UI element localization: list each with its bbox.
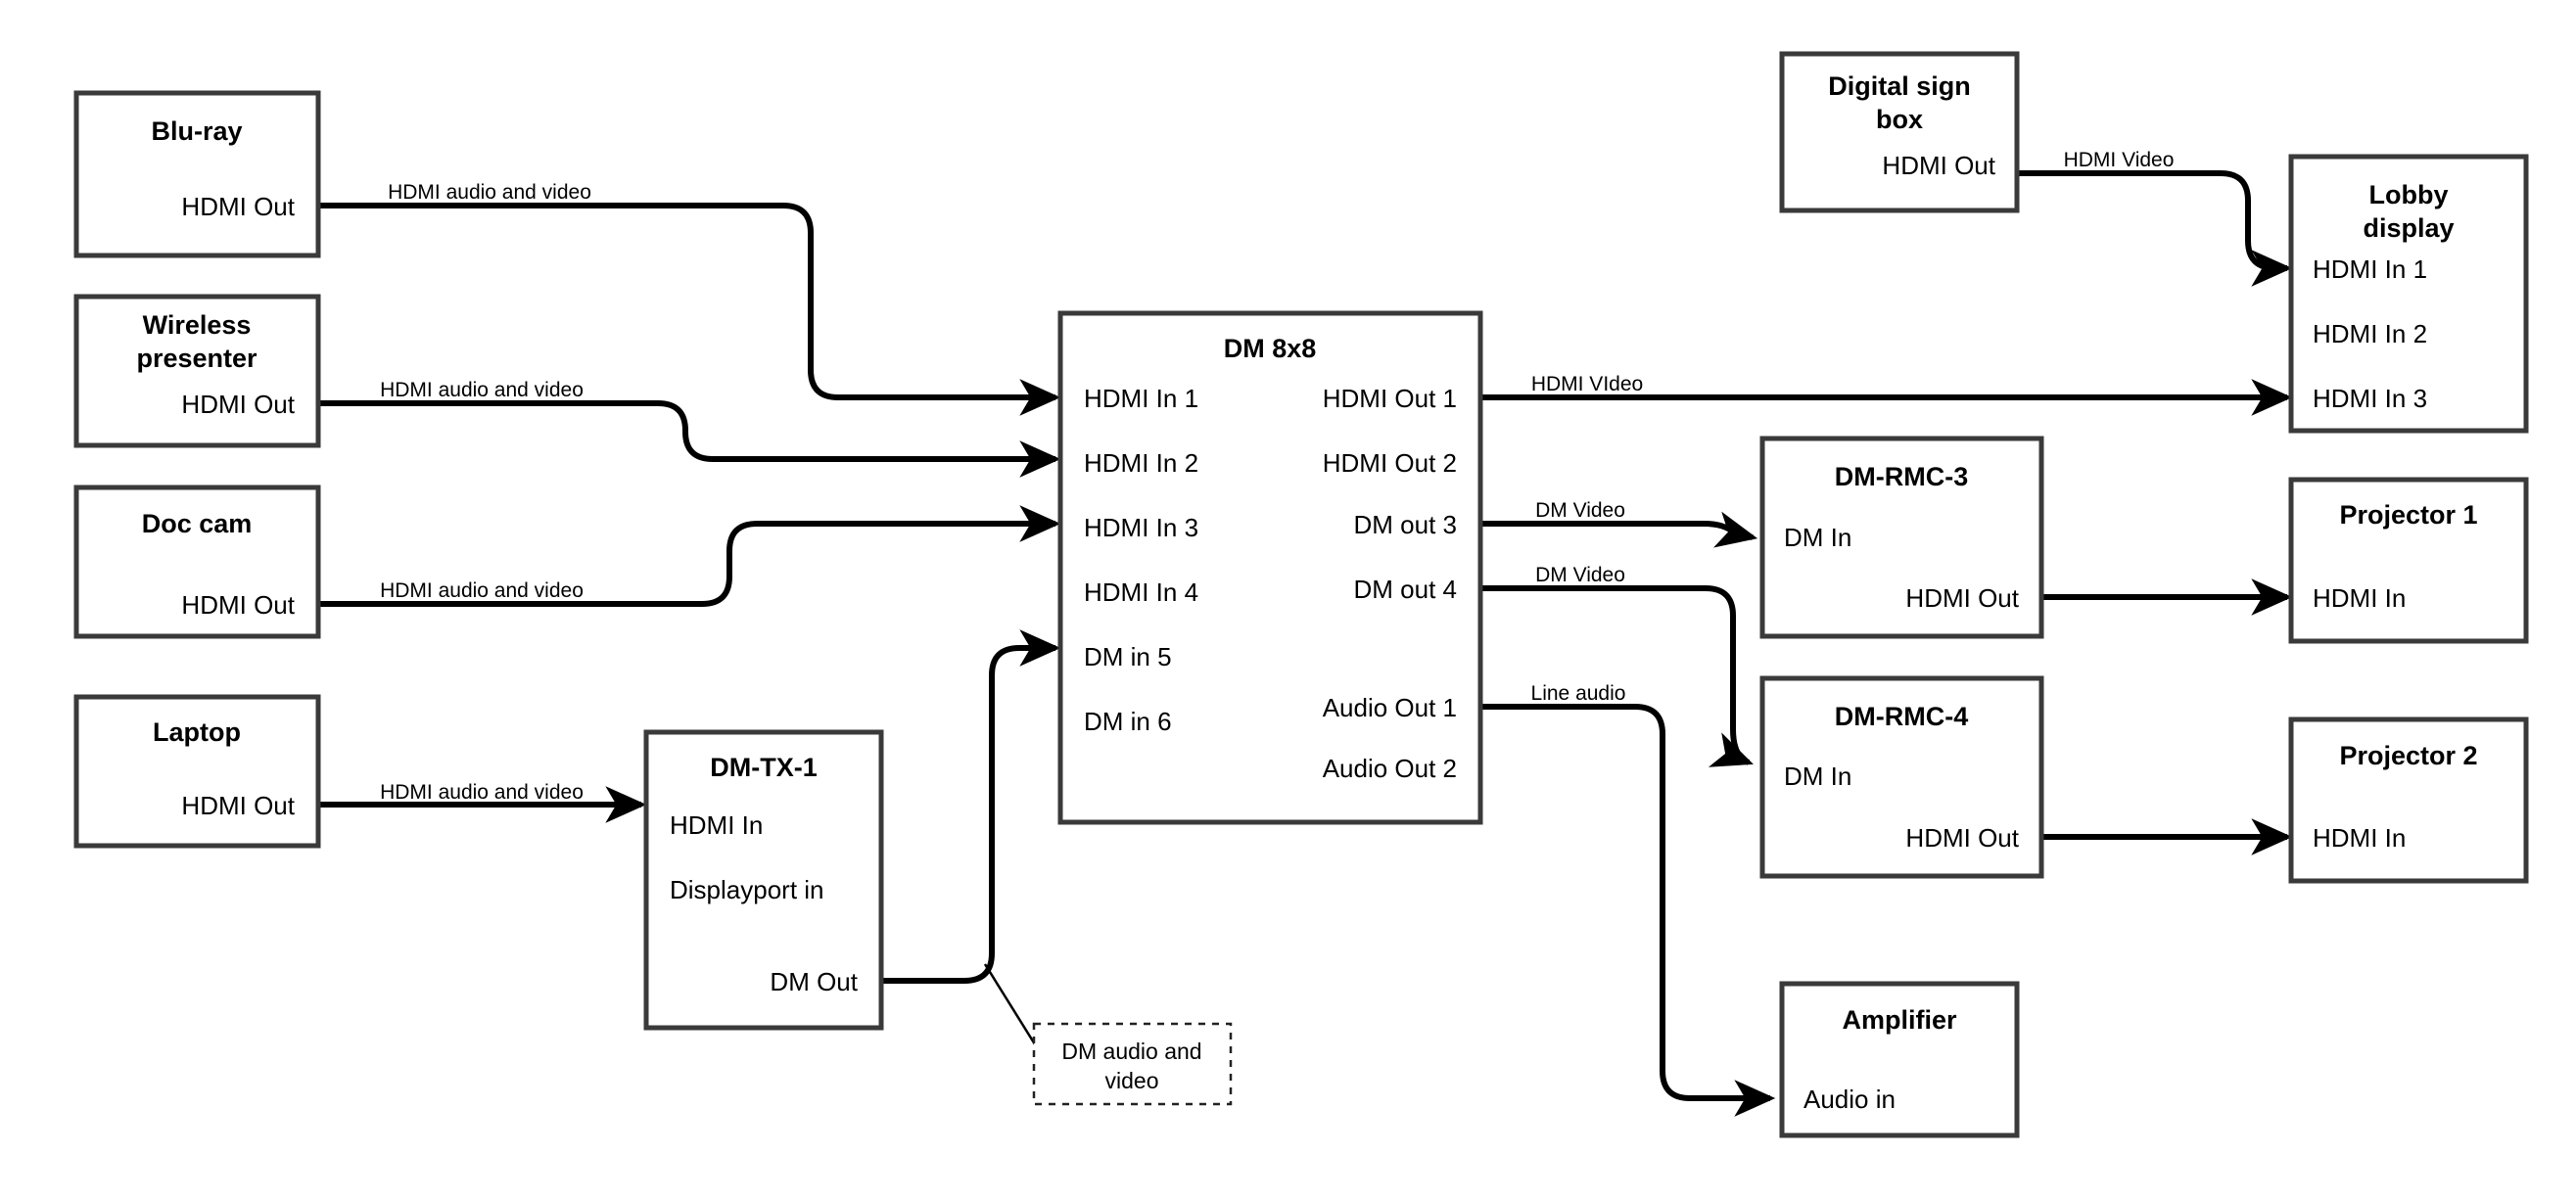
lobby-display-input-hdmi-in-3: HDMI In 3 bbox=[2313, 384, 2427, 413]
device-box-bluray[interactable]: Blu-ray HDMI Out bbox=[73, 90, 321, 258]
wire-label-hdmiout1: HDMI VIdeo bbox=[1531, 373, 1643, 395]
dm-rmc-4-port-dm-in: DM In bbox=[1784, 762, 1851, 791]
projector-1-port-hdmi-in: HDMI In bbox=[2313, 583, 2406, 613]
dm-rmc-3-port-dm-in: DM In bbox=[1784, 523, 1851, 552]
callout-box-outline bbox=[1032, 1022, 1233, 1106]
dm-8x8-input-hdmi-in-4: HDMI In 4 bbox=[1084, 577, 1198, 607]
dm-8x8-title: DM 8x8 bbox=[1224, 334, 1317, 363]
laptop-title: Laptop bbox=[153, 717, 241, 747]
projector-1-title: Projector 1 bbox=[2339, 500, 2477, 530]
wireless-presenter-box-outline bbox=[73, 294, 321, 448]
wire-label-audioout1: Line audio bbox=[1531, 682, 1626, 705]
dm-8x8-input-hdmi-in-3: HDMI In 3 bbox=[1084, 513, 1198, 542]
device-box-dm-rmc-3[interactable]: DM-RMC-3 DM In HDMI Out bbox=[1759, 436, 2044, 639]
dm-rmc-4-title: DM-RMC-4 bbox=[1835, 702, 1968, 731]
dm-8x8-output-hdmi-out-1: HDMI Out 1 bbox=[1323, 384, 1457, 413]
lobby-display-title-line2: display bbox=[2363, 213, 2454, 243]
wire-label-bluray: HDMI audio and video bbox=[388, 181, 591, 204]
doc-cam-title: Doc cam bbox=[142, 509, 253, 538]
laptop-port-hdmi-out: HDMI Out bbox=[181, 791, 295, 820]
dm-8x8-input-dm-in-6: DM in 6 bbox=[1084, 707, 1172, 736]
wire-sign-to-lobby bbox=[2017, 170, 2293, 287]
doc-cam-port-hdmi-out: HDMI Out bbox=[181, 590, 295, 620]
digital-sign-box-outline bbox=[1779, 51, 2020, 213]
lobby-display-box-outline bbox=[2288, 154, 2529, 434]
dm-8x8-output-dm-out-4: DM out 4 bbox=[1354, 575, 1458, 604]
wire-bluray-to-dm8x8 bbox=[318, 203, 1061, 416]
dm-tx-1-box-outline bbox=[643, 729, 884, 1031]
wire-doccam-to-dm8x8 bbox=[318, 505, 1061, 607]
device-box-digital-sign-box[interactable]: Digital sign box HDMI Out bbox=[1779, 51, 2020, 213]
wire-dmout3-to-rmc3 bbox=[1480, 511, 1758, 548]
wire-dmout4-to-rmc4 bbox=[1480, 585, 1754, 767]
dm-8x8-output-hdmi-out-2: HDMI Out 2 bbox=[1323, 448, 1457, 478]
amplifier-title: Amplifier bbox=[1842, 1005, 1957, 1035]
dm-tx-1-title: DM-TX-1 bbox=[710, 753, 818, 782]
bluray-port-hdmi-out: HDMI Out bbox=[181, 192, 295, 221]
dm-rmc-4-port-hdmi-out: HDMI Out bbox=[1905, 823, 2019, 853]
lobby-display-input-hdmi-in-1: HDMI In 1 bbox=[2313, 254, 2427, 284]
dm-tx-1-port-dm-out: DM Out bbox=[770, 967, 858, 996]
lobby-display-input-hdmi-in-2: HDMI In 2 bbox=[2313, 319, 2427, 348]
digital-sign-port-hdmi-out: HDMI Out bbox=[1882, 151, 1995, 180]
lobby-display-title-line1: Lobby bbox=[2369, 180, 2449, 209]
callout-leader-line bbox=[983, 963, 1042, 1053]
dm-rmc-3-port-hdmi-out: HDMI Out bbox=[1905, 583, 2019, 613]
device-box-dm-8x8[interactable]: DM 8x8 HDMI In 1 HDMI In 2 HDMI In 3 HDM… bbox=[1057, 310, 1483, 825]
dm-8x8-output-audio-out-2: Audio Out 2 bbox=[1323, 754, 1457, 783]
wire-dmtx1-to-dm8x8 bbox=[881, 629, 1061, 984]
projector-2-title: Projector 2 bbox=[2339, 741, 2477, 770]
dm-8x8-box-outline bbox=[1057, 310, 1483, 825]
amplifier-box-outline bbox=[1779, 981, 2020, 1138]
projector-2-box-outline bbox=[2288, 716, 2529, 884]
dm-tx-1-port-hdmi-in: HDMI In bbox=[670, 810, 763, 840]
digital-sign-title-line2: box bbox=[1876, 105, 1923, 134]
doc-cam-box-outline bbox=[73, 485, 321, 639]
laptop-box-outline bbox=[73, 694, 321, 849]
wire-label-wireless: HDMI audio and video bbox=[380, 379, 584, 401]
wireless-presenter-title-line1: Wireless bbox=[143, 310, 252, 340]
wire-label-doccam: HDMI audio and video bbox=[380, 579, 584, 602]
dm-8x8-input-hdmi-in-1: HDMI In 1 bbox=[1084, 384, 1198, 413]
amplifier-port-audio-in: Audio in bbox=[1803, 1085, 1896, 1114]
wire-wireless-to-dm8x8 bbox=[318, 400, 1061, 478]
device-box-projector-2[interactable]: Projector 2 HDMI In bbox=[2288, 716, 2529, 884]
device-box-lobby-display[interactable]: Lobby display HDMI In 1 HDMI In 2 HDMI I… bbox=[2288, 154, 2529, 434]
callout-text-line1: DM audio and bbox=[1061, 1039, 1201, 1064]
dm-8x8-output-dm-out-3: DM out 3 bbox=[1354, 510, 1458, 539]
device-box-wireless-presenter[interactable]: Wireless presenter HDMI Out bbox=[73, 294, 321, 448]
wire-label-sign-to-lobby: HDMI Video bbox=[2064, 149, 2175, 171]
wire-label-laptop: HDMI audio and video bbox=[380, 781, 584, 804]
projector-1-box-outline bbox=[2288, 477, 2529, 644]
dm-rmc-4-box-outline bbox=[1759, 675, 2044, 879]
dm-rmc-3-box-outline bbox=[1759, 436, 2044, 639]
callout-dm-audio-and-video: DM audio and video bbox=[1032, 1022, 1233, 1106]
wireless-presenter-port-hdmi-out: HDMI Out bbox=[181, 390, 295, 419]
wire-audioout1-to-amp bbox=[1480, 704, 1776, 1117]
wireless-presenter-title-line2: presenter bbox=[136, 344, 258, 373]
dm-tx-1-port-displayport-in: Displayport in bbox=[670, 875, 824, 904]
wire-label-dmout3: DM Video bbox=[1535, 499, 1625, 522]
dm-8x8-input-hdmi-in-2: HDMI In 2 bbox=[1084, 448, 1198, 478]
projector-2-port-hdmi-in: HDMI In bbox=[2313, 823, 2406, 853]
bluray-box-outline bbox=[73, 90, 321, 258]
device-box-amplifier[interactable]: Amplifier Audio in bbox=[1779, 981, 2020, 1138]
digital-sign-title-line1: Digital sign bbox=[1828, 71, 1971, 101]
dm-8x8-output-audio-out-1: Audio Out 1 bbox=[1323, 693, 1457, 722]
device-box-doc-cam[interactable]: Doc cam HDMI Out bbox=[73, 485, 321, 639]
device-box-dm-rmc-4[interactable]: DM-RMC-4 DM In HDMI Out bbox=[1759, 675, 2044, 879]
dm-8x8-input-dm-in-5: DM in 5 bbox=[1084, 642, 1172, 671]
callout-text-line2: video bbox=[1105, 1068, 1159, 1093]
dm-rmc-3-title: DM-RMC-3 bbox=[1835, 462, 1968, 491]
bluray-title: Blu-ray bbox=[151, 116, 242, 146]
wire-label-dmout4: DM Video bbox=[1535, 564, 1625, 586]
device-box-projector-1[interactable]: Projector 1 HDMI In bbox=[2288, 477, 2529, 644]
device-box-laptop[interactable]: Laptop HDMI Out bbox=[73, 694, 321, 849]
device-box-dm-tx-1[interactable]: DM-TX-1 HDMI In Displayport in DM Out bbox=[643, 729, 884, 1031]
